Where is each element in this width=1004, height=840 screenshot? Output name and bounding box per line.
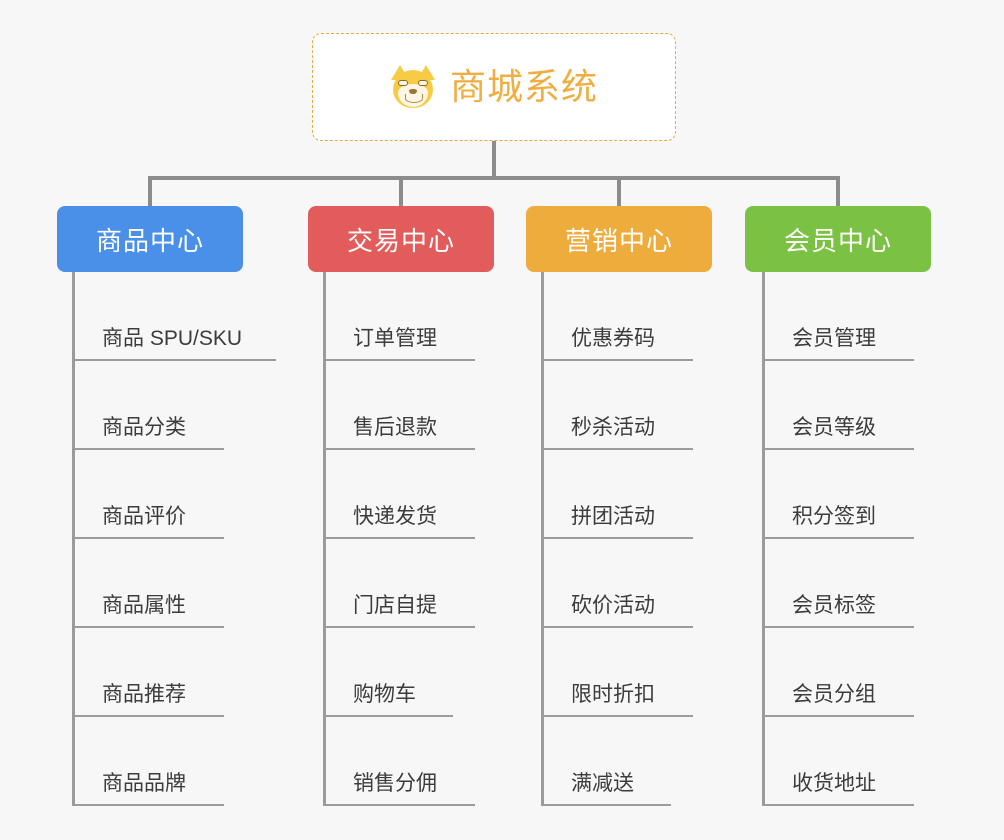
leaf-item-underline: [762, 537, 914, 539]
leaf-item-underline: [323, 626, 475, 628]
leaf-item-underline: [323, 359, 475, 361]
leaf-item-underline: [323, 715, 453, 717]
leaf-item-label: 快递发货: [353, 505, 437, 528]
leaf-item[interactable]: 限时折扣: [541, 628, 693, 717]
leaf-item-label: 商品品牌: [102, 772, 186, 795]
leaf-item[interactable]: 门店自提: [323, 539, 475, 628]
leaf-item-label: 限时折扣: [571, 683, 655, 706]
leaf-item-label: 会员等级: [792, 416, 876, 439]
leaf-item-underline: [323, 804, 475, 806]
connector-drop-1: [148, 176, 152, 206]
leaf-item[interactable]: 商品分类: [72, 361, 224, 450]
leaf-item[interactable]: 商品推荐: [72, 628, 224, 717]
leaf-item-underline: [762, 626, 914, 628]
leaf-item-label: 满减送: [571, 772, 634, 795]
branch-spine: [72, 272, 75, 806]
leaf-item-underline: [541, 715, 693, 717]
leaf-item-label: 订单管理: [353, 327, 437, 350]
leaf-item[interactable]: 收货地址: [762, 717, 914, 806]
leaf-item[interactable]: 会员管理: [762, 272, 914, 361]
connector-drop-2: [399, 176, 403, 206]
leaf-item[interactable]: 会员等级: [762, 361, 914, 450]
leaf-item[interactable]: 商品品牌: [72, 717, 224, 806]
leaf-item-label: 收货地址: [792, 772, 876, 795]
leaf-item[interactable]: 商品属性: [72, 539, 224, 628]
branch-header-label: 交易中心: [346, 225, 455, 256]
leaf-item-label: 购物车: [353, 683, 416, 706]
leaf-item-label: 会员分组: [792, 683, 876, 706]
leaf-item-underline: [762, 804, 914, 806]
leaf-item[interactable]: 满减送: [541, 717, 671, 806]
root-title: 商城系统: [449, 66, 598, 107]
connector-drop-3: [617, 176, 621, 206]
leaf-item-label: 会员标签: [792, 594, 876, 617]
branch-spine: [323, 272, 326, 806]
leaf-item-underline: [72, 537, 224, 539]
leaf-item-underline: [541, 537, 693, 539]
leaf-item-underline: [72, 804, 224, 806]
leaf-item-underline: [762, 715, 914, 717]
connector-horizontal-bar: [148, 176, 840, 180]
leaf-item-underline: [72, 448, 224, 450]
leaf-item-underline: [72, 626, 224, 628]
connector-root-stem: [492, 141, 496, 180]
leaf-item-underline: [762, 359, 914, 361]
leaf-item-label: 拼团活动: [571, 505, 655, 528]
leaf-item[interactable]: 砍价活动: [541, 539, 693, 628]
leaf-item[interactable]: 售后退款: [323, 361, 475, 450]
leaf-item-label: 销售分佣: [353, 772, 437, 795]
branch-header-label: 商品中心: [95, 225, 204, 256]
leaf-item[interactable]: 销售分佣: [323, 717, 475, 806]
branch-header-1[interactable]: 商品中心: [57, 206, 243, 272]
branch-spine: [541, 272, 544, 806]
leaf-item-underline: [541, 626, 693, 628]
leaf-item-underline: [323, 448, 475, 450]
branch-spine: [762, 272, 765, 806]
leaf-item-underline: [72, 715, 224, 717]
leaf-item-label: 商品 SPU/SKU: [102, 327, 243, 350]
leaf-item[interactable]: 优惠券码: [541, 272, 693, 361]
leaf-item[interactable]: 积分签到: [762, 450, 914, 539]
leaf-item-label: 商品分类: [102, 416, 186, 439]
leaf-item[interactable]: 快递发货: [323, 450, 475, 539]
branch-header-label: 会员中心: [783, 225, 892, 256]
leaf-item-underline: [541, 448, 693, 450]
connector-drop-4: [836, 176, 840, 206]
leaf-item-underline: [541, 804, 671, 806]
leaf-item[interactable]: 秒杀活动: [541, 361, 693, 450]
leaf-item-label: 积分签到: [792, 505, 876, 528]
leaf-item[interactable]: 会员分组: [762, 628, 914, 717]
leaf-item-label: 商品属性: [102, 594, 186, 617]
shiba-dog-face-icon: [390, 65, 436, 109]
leaf-item[interactable]: 商品评价: [72, 450, 224, 539]
leaf-item-label: 售后退款: [353, 416, 437, 439]
leaf-item-label: 商品评价: [102, 505, 186, 528]
branch-header-2[interactable]: 交易中心: [308, 206, 494, 272]
leaf-item[interactable]: 会员标签: [762, 539, 914, 628]
branch-header-label: 营销中心: [564, 225, 673, 256]
leaf-item-label: 优惠券码: [571, 327, 655, 350]
leaf-item-underline: [72, 359, 276, 361]
branch-header-4[interactable]: 会员中心: [745, 206, 931, 272]
leaf-item-underline: [541, 359, 693, 361]
root-node[interactable]: 商城系统: [312, 33, 676, 141]
leaf-item[interactable]: 购物车: [323, 628, 453, 717]
leaf-item-label: 门店自提: [353, 594, 437, 617]
leaf-item[interactable]: 商品 SPU/SKU: [72, 272, 276, 361]
leaf-item[interactable]: 订单管理: [323, 272, 475, 361]
leaf-item-label: 商品推荐: [102, 683, 186, 706]
leaf-item-label: 会员管理: [792, 327, 876, 350]
branch-header-3[interactable]: 营销中心: [526, 206, 712, 272]
leaf-item-label: 砍价活动: [571, 594, 655, 617]
leaf-item[interactable]: 拼团活动: [541, 450, 693, 539]
leaf-item-underline: [323, 537, 475, 539]
leaf-item-underline: [762, 448, 914, 450]
leaf-item-label: 秒杀活动: [571, 416, 655, 439]
